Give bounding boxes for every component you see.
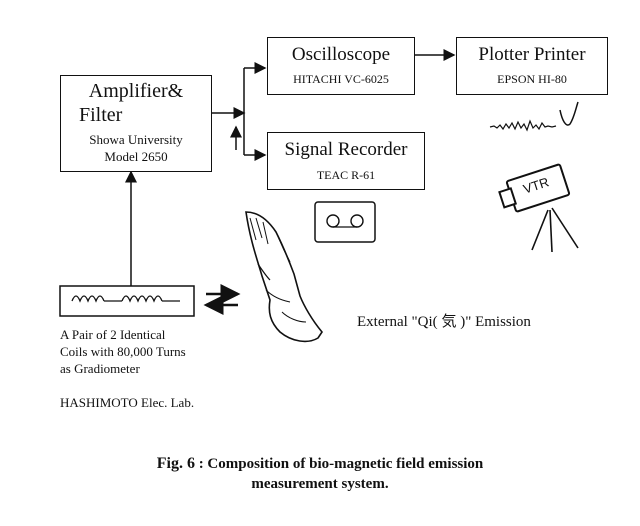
emission-label: External "Qi( 気 )" Emission (357, 310, 531, 331)
recorder-model: TEAC R-61 (316, 168, 376, 182)
amplifier-title-line2: Filter (79, 104, 123, 126)
cassette-icon (314, 201, 376, 243)
figure-number: Fig. 6 (156, 455, 195, 472)
coils-line1: A Pair of 2 Identical (60, 327, 166, 342)
plotter-pen (559, 101, 579, 126)
oscilloscope-model: HITACHI VC-6025 (293, 72, 389, 86)
signal-recorder-box: Signal Recorder TEAC R-61 (267, 132, 425, 190)
coils-line2: Coils with 80,000 Turns (60, 344, 186, 359)
emission-prefix: External "Qi( (357, 314, 438, 330)
figure-caption-text: : Composition of bio-magnetic field emis… (198, 456, 484, 472)
figure-caption-line1: Fig. 6 : Composition of bio-magnetic fie… (0, 455, 640, 473)
emission-kanji: 気 (441, 312, 457, 330)
amplifier-maker: Showa University (89, 132, 183, 147)
plotter-model: EPSON HI-80 (497, 72, 567, 86)
plotter-printer-box: Plotter Printer EPSON HI-80 (456, 37, 608, 95)
coils-line3: as Gradiometer (60, 361, 140, 376)
plotter-title: Plotter Printer (478, 44, 586, 65)
recorder-title: Signal Recorder (284, 139, 408, 160)
coil-winding-right (121, 295, 163, 303)
amplifier-model: Model 2650 (104, 149, 168, 164)
plotter-trace (489, 119, 557, 132)
vtr-camera (498, 163, 571, 213)
coil-winding-left (71, 295, 105, 303)
oscilloscope-box: Oscilloscope HITACHI VC-6025 (267, 37, 415, 95)
amplifier-filter-box: Amplifier& Filter Showa University Model… (60, 75, 212, 172)
amplifier-title-line1: Amplifier& (88, 80, 184, 102)
emission-suffix: )" Emission (460, 314, 531, 330)
lab-label: HASHIMOTO Elec. Lab. (60, 395, 195, 410)
figure-caption-line2: measurement system. (251, 476, 389, 492)
hand-drawing (245, 211, 323, 343)
vtr-tripod (531, 207, 579, 253)
oscilloscope-title: Oscilloscope (291, 44, 391, 65)
